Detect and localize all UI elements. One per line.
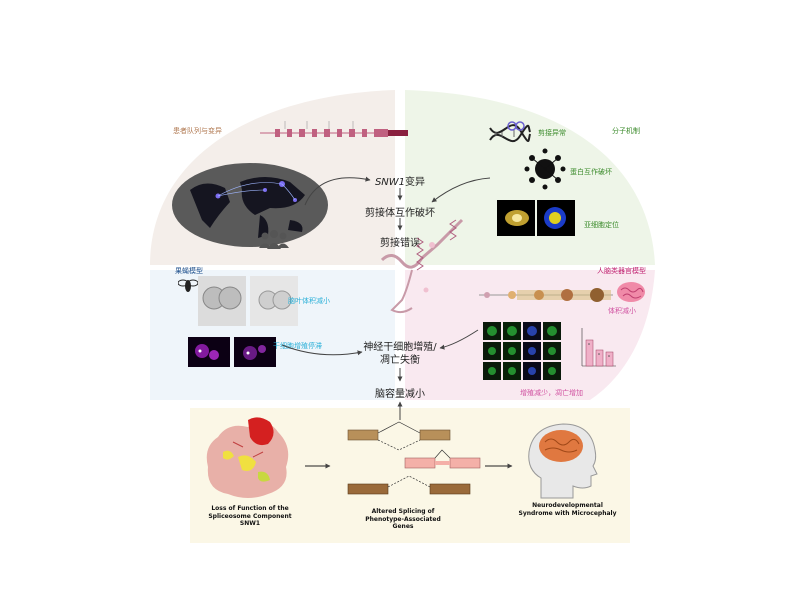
molecular-panel bbox=[405, 90, 655, 265]
flow-step-5: 脑容量减小 bbox=[375, 389, 425, 400]
fly-stem-cell-images bbox=[188, 337, 276, 367]
patients-icon bbox=[259, 230, 289, 249]
protein-structure bbox=[380, 218, 464, 314]
world-map-illustration bbox=[172, 163, 328, 247]
fly-icon bbox=[178, 279, 198, 292]
organoid-title: 人脑类器官模型 bbox=[597, 267, 646, 275]
protein-interaction-icon bbox=[524, 148, 566, 190]
dna-scissors-icon bbox=[489, 121, 531, 143]
flow-step-4: 神经干细胞增殖/ 凋亡失衡 bbox=[363, 342, 437, 366]
brain-icon bbox=[617, 282, 645, 302]
altered-splicing-text: Altered Splicing of Phenotype-Associated… bbox=[365, 508, 441, 530]
loss-of-function-text: Loss of Function of the Spliceosome Comp… bbox=[208, 505, 292, 527]
organoid-timeline bbox=[479, 288, 613, 302]
neurodevelopmental-syndrome-text: Neurodevelopmental Syndrome with Microce… bbox=[518, 502, 617, 517]
altered-splicing-diagram bbox=[347, 421, 481, 495]
spliceosome-structure bbox=[206, 417, 289, 498]
flow-step-3: 剪接错误 bbox=[380, 238, 420, 249]
subcellular-localization-images bbox=[497, 200, 575, 236]
proliferation-apoptosis-label: 增殖减少，凋亡增加 bbox=[520, 389, 583, 397]
stem-cell-arrest-label: 干细胞增殖停滞 bbox=[273, 342, 322, 350]
volume-reduction-label: 体积减小 bbox=[608, 307, 636, 315]
fly-title: 果蝇模型 bbox=[175, 267, 203, 275]
molecular-title: 分子机制 bbox=[612, 127, 640, 135]
brain-lobe-reduction-label: 脑叶体积减小 bbox=[288, 297, 330, 305]
cohort-title: 患者队列与变异 bbox=[173, 127, 222, 135]
flow-step-1: SNW1变异 bbox=[0, 173, 800, 188]
head-with-brain-icon bbox=[528, 423, 598, 499]
fly-brain-lobes-images bbox=[198, 276, 298, 326]
gene-name: SNW1 bbox=[374, 177, 406, 188]
organoid-bar-plot bbox=[581, 328, 616, 367]
protein-interaction-label: 蛋白互作破坏 bbox=[570, 168, 612, 176]
flow-step-2: 剪接体互作破坏 bbox=[365, 208, 435, 219]
organoid-immunostaining-grid bbox=[483, 322, 561, 380]
subcellular-label: 亚细胞定位 bbox=[584, 221, 619, 229]
variant-label: 变异 bbox=[405, 177, 426, 188]
splicing-abnormal-label: 剪接异常 bbox=[538, 129, 566, 137]
gene-structure-diagram bbox=[260, 121, 408, 137]
